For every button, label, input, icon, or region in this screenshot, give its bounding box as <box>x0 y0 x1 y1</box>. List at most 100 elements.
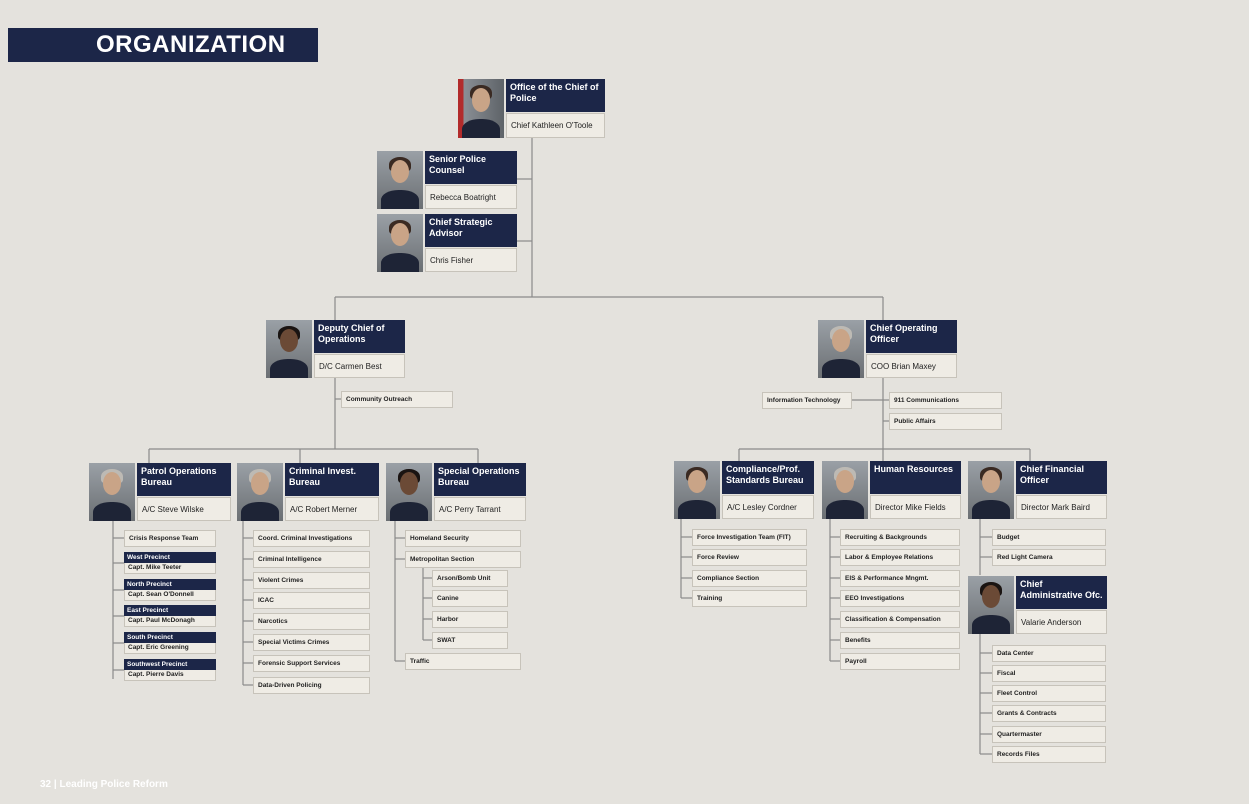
page-banner: ORGANIZATION <box>8 28 318 62</box>
unit-public-affairs: Public Affairs <box>889 413 1002 430</box>
unit-budget: Budget <box>992 529 1106 546</box>
unit-eeo-investigations: EEO Investigations <box>840 590 960 607</box>
precinct-north: North Precinct Capt. Sean O'Donnell <box>124 579 216 601</box>
unit-icac: ICAC <box>253 592 370 609</box>
coo-title: Chief Operating Officer <box>866 320 957 353</box>
unit-force-investigation-team: Force Investigation Team (FIT) <box>692 529 807 546</box>
unit-classification-compensation: Classification & Compensation <box>840 611 960 628</box>
advisor-title: Chief Strategic Advisor <box>425 214 517 247</box>
unit-data-center: Data Center <box>992 645 1106 662</box>
special-card: Special Operations Bureau A/C Perry Tarr… <box>386 463 526 521</box>
compliance-name: A/C Lesley Cordner <box>722 495 814 519</box>
precinct-title: North Precinct <box>124 579 216 590</box>
unit-arson-bomb: Arson/Bomb Unit <box>432 570 508 587</box>
precinct-southwest: Southwest Precinct Capt. Pierre Davis <box>124 659 216 681</box>
unit-special-victims-crimes: Special Victims Crimes <box>253 634 370 651</box>
unit-information-technology: Information Technology <box>762 392 852 409</box>
unit-training: Training <box>692 590 807 607</box>
chief-name: Chief Kathleen O'Toole <box>506 113 605 138</box>
cao-name: Valarie Anderson <box>1016 610 1107 634</box>
cfo-name: Director Mark Baird <box>1016 495 1107 519</box>
counsel-name: Rebecca Boatright <box>425 185 517 209</box>
chief-card: Office of the Chief of Police Chief Kath… <box>458 79 605 138</box>
unit-homeland-security: Homeland Security <box>405 530 521 547</box>
unit-grants-contracts: Grants & Contracts <box>992 705 1106 722</box>
counsel-card: Senior Police Counsel Rebecca Boatright <box>377 151 517 209</box>
precinct-captain: Capt. Paul McDonagh <box>124 616 216 627</box>
compliance-card: Compliance/Prof. Standards Bureau A/C Le… <box>674 461 814 519</box>
compliance-title: Compliance/Prof. Standards Bureau <box>722 461 814 494</box>
deputy-title: Deputy Chief of Operations <box>314 320 405 353</box>
criminal-photo <box>237 463 283 521</box>
unit-data-driven-policing: Data-Driven Policing <box>253 677 370 694</box>
hr-title: Human Resources <box>870 461 961 494</box>
precinct-title: East Precinct <box>124 605 216 616</box>
unit-swat: SWAT <box>432 632 508 649</box>
cao-photo <box>968 576 1014 634</box>
special-photo <box>386 463 432 521</box>
deputy-card: Deputy Chief of Operations D/C Carmen Be… <box>266 320 405 378</box>
unit-metropolitan-section: Metropolitan Section <box>405 551 521 568</box>
unit-911-communications: 911 Communications <box>889 392 1002 409</box>
unit-red-light-camera: Red Light Camera <box>992 549 1106 566</box>
unit-recruiting-backgrounds: Recruiting & Backgrounds <box>840 529 960 546</box>
special-title: Special Operations Bureau <box>434 463 526 496</box>
unit-eis-performance: EIS & Performance Mngmt. <box>840 570 960 587</box>
coo-name: COO Brian Maxey <box>866 354 957 378</box>
precinct-title: West Precinct <box>124 552 216 563</box>
counsel-title: Senior Police Counsel <box>425 151 517 184</box>
unit-payroll: Payroll <box>840 653 960 670</box>
special-name: A/C Perry Tarrant <box>434 497 526 521</box>
unit-criminal-intelligence: Criminal Intelligence <box>253 551 370 568</box>
coo-photo <box>818 320 864 378</box>
precinct-captain: Capt. Eric Greening <box>124 643 216 654</box>
unit-violent-crimes: Violent Crimes <box>253 572 370 589</box>
precinct-west: West Precinct Capt. Mike Teeter <box>124 552 216 574</box>
chief-title: Office of the Chief of Police <box>506 79 605 112</box>
page-title: ORGANIZATION <box>96 31 286 58</box>
criminal-card: Criminal Invest. Bureau A/C Robert Merne… <box>237 463 379 521</box>
unit-coord-criminal-investigations: Coord. Criminal Investigations <box>253 530 370 547</box>
unit-community-outreach: Community Outreach <box>341 391 453 408</box>
criminal-title: Criminal Invest. Bureau <box>285 463 379 496</box>
unit-narcotics: Narcotics <box>253 613 370 630</box>
unit-force-review: Force Review <box>692 549 807 566</box>
precinct-title: South Precinct <box>124 632 216 643</box>
unit-labor-employee-relations: Labor & Employee Relations <box>840 549 960 566</box>
advisor-photo <box>377 214 423 272</box>
precinct-east: East Precinct Capt. Paul McDonagh <box>124 605 216 627</box>
precinct-south: South Precinct Capt. Eric Greening <box>124 632 216 654</box>
precinct-captain: Capt. Sean O'Donnell <box>124 590 216 601</box>
deputy-photo <box>266 320 312 378</box>
coo-card: Chief Operating Officer COO Brian Maxey <box>818 320 957 378</box>
unit-records-files: Records Files <box>992 746 1106 763</box>
unit-compliance-section: Compliance Section <box>692 570 807 587</box>
unit-harbor: Harbor <box>432 611 508 628</box>
counsel-photo <box>377 151 423 209</box>
patrol-photo <box>89 463 135 521</box>
advisor-name: Chris Fisher <box>425 248 517 272</box>
deputy-name: D/C Carmen Best <box>314 354 405 378</box>
hr-card: Human Resources Director Mike Fields <box>822 461 961 519</box>
compliance-photo <box>674 461 720 519</box>
unit-canine: Canine <box>432 590 508 607</box>
unit-benefits: Benefits <box>840 632 960 649</box>
hr-name: Director Mike Fields <box>870 495 961 519</box>
criminal-name: A/C Robert Merner <box>285 497 379 521</box>
cfo-card: Chief Financial Officer Director Mark Ba… <box>968 461 1107 519</box>
precinct-captain: Capt. Mike Teeter <box>124 563 216 574</box>
unit-traffic: Traffic <box>405 653 521 670</box>
precinct-title: Southwest Precinct <box>124 659 216 670</box>
precinct-captain: Capt. Pierre Davis <box>124 670 216 681</box>
unit-fiscal: Fiscal <box>992 665 1106 682</box>
unit-quartermaster: Quartermaster <box>992 726 1106 743</box>
cfo-photo <box>968 461 1014 519</box>
advisor-card: Chief Strategic Advisor Chris Fisher <box>377 214 517 272</box>
unit-fleet-control: Fleet Control <box>992 685 1106 702</box>
cao-title: Chief Administrative Ofc. <box>1016 576 1107 609</box>
footer-text: 32 | Leading Police Reform <box>40 779 168 790</box>
patrol-name: A/C Steve Wilske <box>137 497 231 521</box>
chief-photo <box>458 79 504 138</box>
unit-crisis-response-team: Crisis Response Team <box>124 530 216 547</box>
